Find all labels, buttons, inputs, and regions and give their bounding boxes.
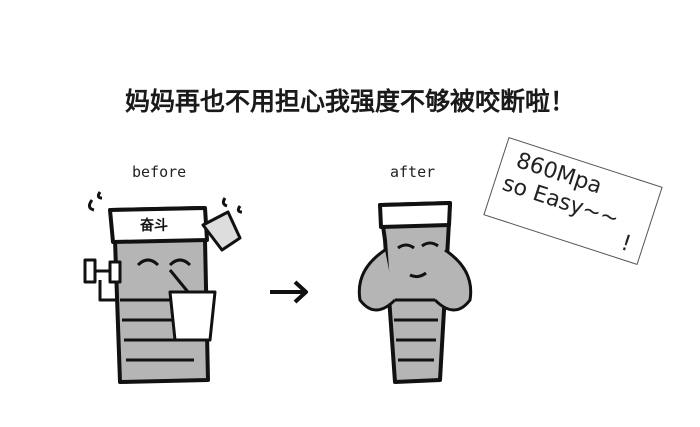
arrow-icon bbox=[270, 280, 308, 304]
before-implant bbox=[83, 206, 242, 384]
headband-text: 奋斗 bbox=[140, 218, 168, 234]
sweat-drops bbox=[87, 191, 243, 214]
after-implant bbox=[357, 201, 473, 384]
before-label: before bbox=[132, 163, 187, 181]
after-label: after bbox=[390, 163, 436, 181]
headline: 妈妈再也不用担心我强度不够被咬断啦！ bbox=[124, 87, 575, 116]
